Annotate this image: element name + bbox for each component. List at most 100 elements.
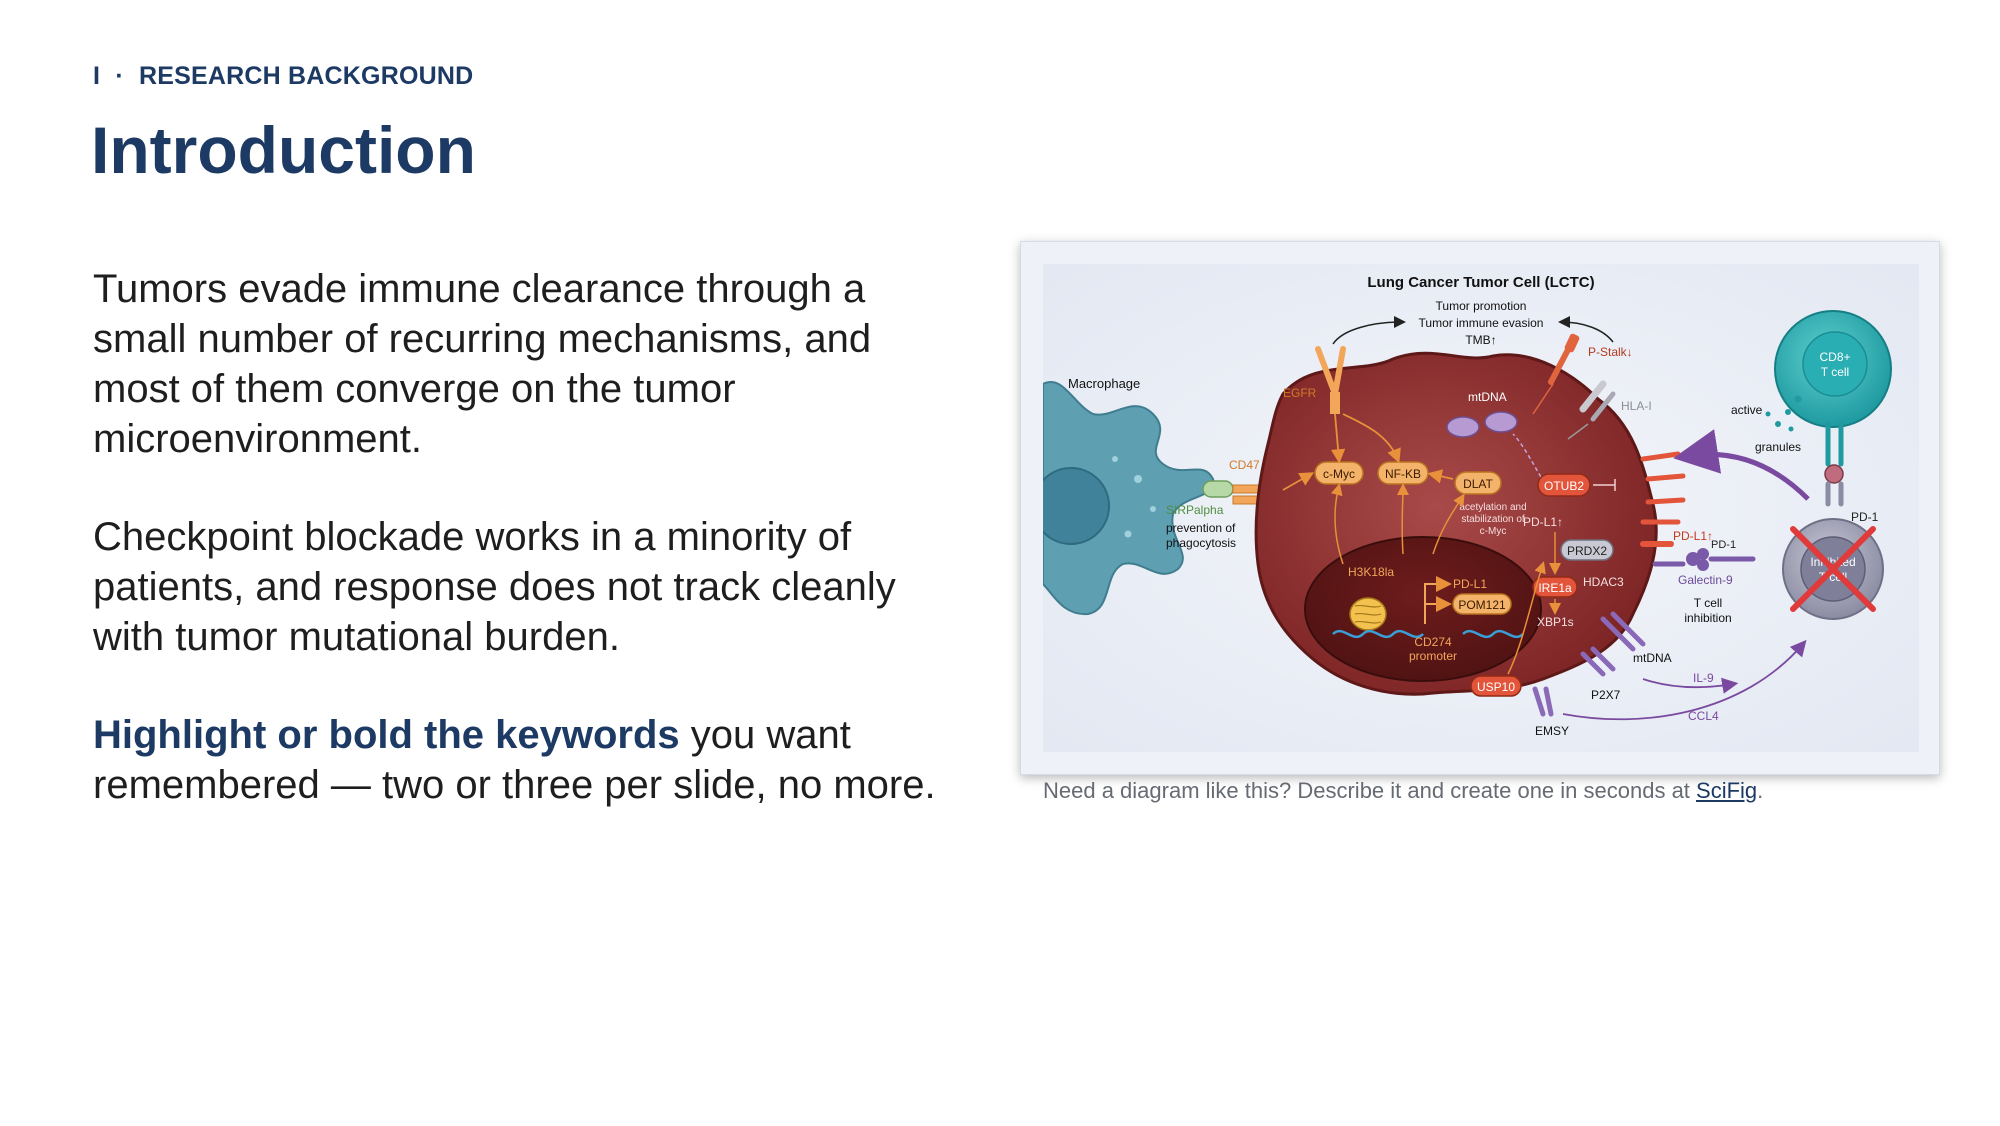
arrow-usp10-pdl1 [1507,561,1546,675]
red-x-icon [1790,526,1876,612]
egfr-receptor [1315,346,1346,414]
section-number: I [93,62,101,90]
arrow-ccl4 [1562,639,1807,721]
inhibit-otub2 [1593,479,1616,491]
tumor-diagram: Macrophage CD47 SIRPalpha prevention of … [1043,264,1919,752]
pdl1-right-label: PD-L1↑ [1673,529,1713,543]
sirpalpha-label: SIRPalpha [1166,503,1224,517]
pd1-receptor-cd8 [1824,421,1844,507]
mtdna-bottom-label: mtDNA [1633,651,1672,665]
diagram-title: Lung Cancer Tumor Cell (LCTC) [1367,274,1594,291]
tcell-inhib-2: inhibition [1684,611,1731,625]
arrow-dlat-nfkb [1427,469,1454,484]
pstalk-receptor [1548,333,1580,385]
pom121-label: POM121 [1458,598,1506,612]
cd8-nucleus [1802,331,1868,397]
otub2-label: OTUB2 [1544,479,1584,493]
section-separator: · [115,62,124,90]
arrow-nucleus-nfkb [1396,483,1409,555]
xbp1s-label: XBP1s [1537,615,1574,629]
top-label-3: TMB↑ [1465,333,1496,347]
paragraph-3-rest: you want remembered — two or three per s… [93,713,936,807]
dlat-note-3: c-Myc [1480,526,1507,537]
nfkb-node: NF-KB [1377,461,1429,485]
ire1a-node: IRE1a [1532,576,1578,598]
arrow-cd47-cmyc [1282,472,1315,491]
dna-strand-left [1332,629,1424,639]
hlai-receptor [1579,380,1616,422]
dlat-note-1: acetylation and [1459,502,1526,513]
mitochondria [1446,411,1518,438]
cd8-label-2: T cell [1821,365,1849,379]
caption-end: . [1757,778,1764,803]
emsy-label: EMSY [1535,724,1569,738]
macrophage-label: Macrophage [1068,376,1140,391]
arrow-nucleus-dlat [1432,493,1465,555]
pdl1-membrane-receptors [1640,451,1686,547]
prdx2-label: PRDX2 [1567,544,1607,558]
paragraph-3: Highlight or bold the keywords you want … [93,710,953,810]
arrow-il9 [1642,677,1739,694]
arrow-cd8-to-tumor [1673,429,1810,501]
emsy-receptor [1532,686,1554,717]
section-label: I · RESEARCH BACKGROUND [93,62,473,91]
p2x7-receptor [1580,611,1646,677]
pstalk-label: P-Stalk↓ [1588,345,1633,359]
macrophage [1043,381,1215,616]
active-label: active [1731,403,1763,417]
galectin-complex [1652,548,1756,571]
paragraph-1: Tumors evade immune clearance through a … [93,267,872,461]
body-text: Tumors evade immune clearance through a … [93,264,953,858]
arrow-egfr-cmyc [1330,413,1346,464]
prdx2-node: PRDX2 [1560,539,1614,561]
pdl1-inner-label: PD-L1↑ [1523,515,1563,529]
cmyc-node: c-Myc [1314,461,1364,485]
usp10-label: USP10 [1477,680,1515,694]
arrow-to-immune-evasion [1558,316,1614,343]
usp10-node: USP10 [1470,675,1522,697]
page-title: Introduction [91,113,476,187]
egfr-label: EGFR [1283,386,1317,400]
otub2-node: OTUB2 [1537,473,1591,497]
nfkb-label: NF-KB [1385,467,1421,481]
paragraph-2: Checkpoint blockade works in a minority … [93,515,896,659]
cd274-label-2: promoter [1409,649,1457,663]
dlat-label: DLAT [1463,477,1493,491]
nucleus [1304,536,1542,682]
dna-strand-right [1462,629,1524,639]
hlai-label: HLA-I [1621,399,1652,413]
pd1-right-label: PD-1 [1851,510,1879,524]
top-label-2: Tumor immune evasion [1419,316,1544,330]
prevention-line-2: phagocytosis [1166,536,1236,550]
nucleosome-icon [1349,597,1387,631]
ire1a-label: IRE1a [1538,581,1572,595]
pdl1-nucleus-label: PD-L1 [1453,577,1487,591]
il9-label: IL-9 [1693,671,1714,685]
hdac3-label: HDAC3 [1583,575,1624,589]
granules-label: granules [1755,440,1801,454]
cd274-label-1: CD274 [1414,635,1452,649]
ccl4-label: CCL4 [1688,709,1719,723]
figure-caption: Need a diagram like this? Describe it an… [1043,778,1763,804]
cd47-label: CD47 [1229,458,1260,472]
mtdna-top-label: mtDNA [1468,390,1507,404]
cmyc-label: c-Myc [1323,467,1355,481]
pd1-small-label: PD-1 [1711,539,1736,551]
p2x7-label: P2X7 [1591,688,1621,702]
caption-text: Need a diagram like this? Describe it an… [1043,778,1697,803]
tcell-inhib-1: T cell [1694,596,1722,610]
arrow-to-tumor-promotion [1332,316,1406,345]
galectin-label: Galectin-9 [1678,573,1733,587]
figure-card: Macrophage CD47 SIRPalpha prevention of … [1020,241,1940,775]
scifig-link[interactable]: SciFig [1696,778,1758,803]
cd8-label-1: CD8+ [1819,350,1850,364]
arrow-promoter-pdl1 [1424,576,1452,624]
pom121-node: POM121 [1452,593,1512,615]
keywords-highlight: Highlight or bold the keywords [93,713,680,757]
arrow-nucleus-cmyc [1330,483,1344,565]
arrow-egfr-nfkb [1342,413,1401,464]
prevention-line-1: prevention of [1166,521,1236,535]
dlat-node: DLAT [1454,471,1502,495]
dlat-note-2: stabilization of [1461,514,1525,525]
section-text: RESEARCH BACKGROUND [139,62,474,90]
